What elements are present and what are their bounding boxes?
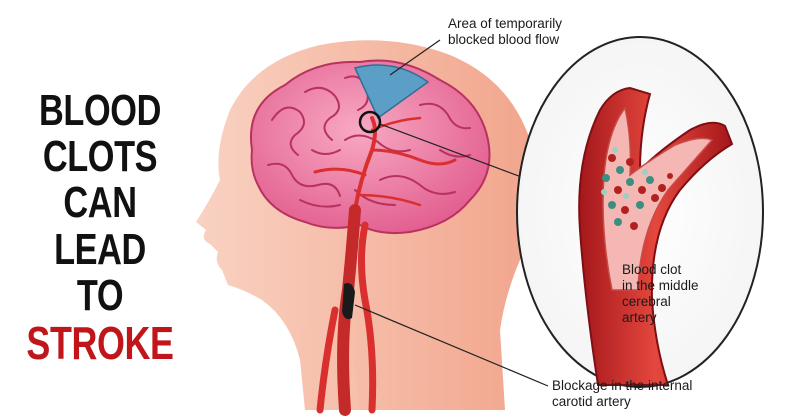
blocked-region bbox=[353, 64, 430, 120]
carotid-blockage-label-line-2: carotid artery bbox=[552, 394, 631, 409]
blocked-area-label-line-2: blocked blood flow bbox=[448, 32, 560, 47]
blood-clot-label: Blood clot in the middle cerebral artery bbox=[622, 262, 699, 326]
headline-line-2: CLOTS bbox=[42, 132, 158, 182]
brain-folds bbox=[267, 75, 471, 208]
headline-line-4: TO bbox=[76, 270, 124, 320]
blood-clot bbox=[601, 147, 673, 230]
blood-clot-label-line-4: artery bbox=[622, 310, 657, 325]
carotid-blockage-label: Blockage in the internal carotid artery bbox=[552, 378, 692, 410]
headline-line-5: STROKE bbox=[26, 316, 174, 369]
blood-clot-label-line-1: Blood clot bbox=[622, 262, 682, 277]
blocked-area-label: Area of temporarily blocked blood flow bbox=[448, 16, 562, 48]
headline-line-1: BLOOD bbox=[39, 86, 161, 135]
blocked-area-label-line-1: Area of temporarily bbox=[448, 16, 563, 31]
carotid-blockage-label-line-1: Blockage in the internal bbox=[552, 378, 693, 393]
cerebral-arteries bbox=[313, 116, 457, 212]
headline: BLOOD CLOTS CAN LEAD TO STROKE bbox=[0, 86, 200, 369]
carotid-blockage bbox=[342, 283, 355, 320]
blockage-target-circle bbox=[358, 110, 382, 134]
headline-line-3: CAN LEAD bbox=[54, 178, 146, 274]
blood-clot-label-line-2: in the middle bbox=[622, 278, 699, 293]
blood-clot-label-line-3: cerebral bbox=[622, 294, 671, 309]
